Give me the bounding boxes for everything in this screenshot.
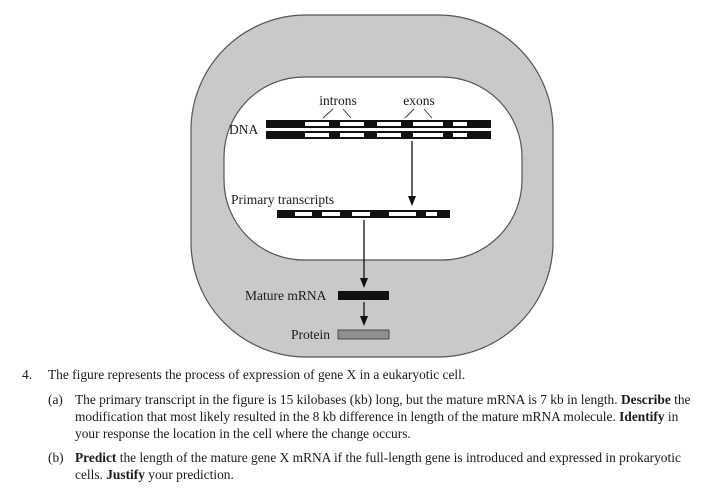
- dna-label: DNA: [229, 122, 258, 137]
- part-b-body: Predict the length of the mature gene X …: [75, 449, 692, 483]
- translation-arrow: [360, 302, 368, 326]
- nucleus: [223, 76, 523, 261]
- protein-label: Protein: [291, 327, 330, 342]
- part-b-label: (b): [48, 450, 64, 465]
- part-b-keyword-justify: Justify: [106, 467, 145, 482]
- question-part-a: (a) The primary transcript in the figure…: [48, 391, 692, 442]
- mature-mrna-bar: [338, 291, 389, 300]
- gene-expression-figure: introns exons DNA Prima: [190, 14, 554, 358]
- question-part-b: (b) Predict the length of the mature gen…: [48, 449, 692, 483]
- primary-transcripts-label: Primary transcripts: [231, 192, 334, 207]
- part-a-text-1: The primary transcript in the figure is …: [75, 392, 618, 407]
- part-a-text-2: the modification that most likely result…: [75, 392, 691, 424]
- question-number: 4.: [22, 367, 33, 382]
- dna-double-strand: [266, 120, 491, 139]
- processing-arrow: [360, 220, 368, 288]
- transcription-arrow: [408, 141, 416, 206]
- question-stem: The figure represents the process of exp…: [48, 367, 466, 382]
- protein-bar: [337, 329, 390, 340]
- part-a-body: The primary transcript in the figure is …: [75, 391, 692, 442]
- part-a-keyword-identify: Identify: [619, 409, 665, 424]
- introns-label: introns: [319, 93, 357, 108]
- label-pointers: [322, 108, 433, 119]
- question-block: 4. The figure represents the process of …: [22, 366, 692, 490]
- exons-label: exons: [403, 93, 435, 108]
- question-stem-row: 4. The figure represents the process of …: [22, 366, 692, 383]
- part-b-text-2: your prediction.: [144, 467, 234, 482]
- primary-transcript: [277, 210, 450, 218]
- part-b-keyword-predict: Predict: [75, 450, 117, 465]
- part-a-label: (a): [48, 392, 63, 407]
- part-a-keyword-describe: Describe: [620, 392, 671, 407]
- part-b-text-1: the length of the mature gene X mRNA if …: [75, 450, 681, 482]
- part-a-text-3: in your response the location in the cel…: [75, 409, 679, 441]
- mature-mrna-label: Mature mRNA: [245, 288, 327, 303]
